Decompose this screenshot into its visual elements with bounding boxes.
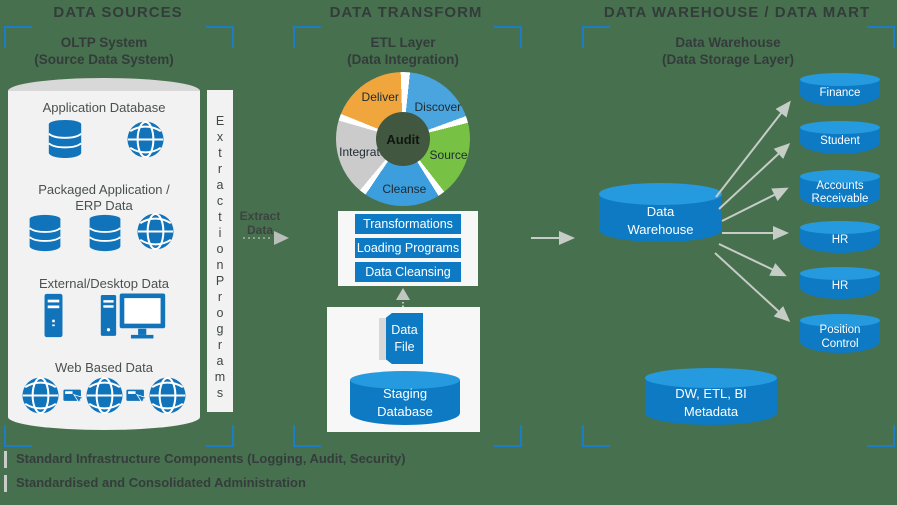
- header-data-sources: DATA SOURCES: [53, 4, 183, 21]
- programs-word: Programs: [213, 274, 227, 402]
- warehouse-title-line2: (Data Storage Layer): [661, 51, 795, 67]
- oltp-cylinder: [8, 91, 200, 417]
- footer-bar: [4, 475, 7, 492]
- mart-label: HR: [831, 280, 849, 293]
- staging-database-cylinder: Staging Database: [350, 371, 460, 425]
- cycle-segment-deliver: Deliver: [361, 90, 399, 105]
- mart-label: Accounts Receivable: [811, 179, 869, 205]
- mart-cylinder-hr-2: HR: [800, 267, 880, 299]
- extract-data-line1: Extract: [239, 209, 281, 223]
- process-panel: Transformations Loading Programs Data Cl…: [338, 211, 478, 286]
- footer-bar: [4, 451, 7, 468]
- metadata-line2: Metadata: [683, 404, 739, 419]
- dw-line2: Warehouse: [627, 221, 694, 237]
- cycle-segment-discover: Discover: [414, 99, 462, 114]
- bracket-sources-tr: [206, 26, 234, 48]
- mart-cylinder-finance: Finance: [800, 73, 880, 106]
- packaged-app-label: Packaged Application / ERP Data: [8, 182, 200, 213]
- application-database-label: Application Database: [42, 100, 166, 115]
- external-desktop-label: External/Desktop Data: [38, 276, 170, 291]
- staging-line1: Staging: [382, 386, 428, 402]
- database-icon: [89, 214, 121, 252]
- extract-data-line2: Data: [246, 223, 273, 238]
- globe-icon: [137, 213, 174, 250]
- bracket-transform-tl: [293, 26, 321, 48]
- header-data-transform: DATA TRANSFORM: [329, 4, 483, 21]
- footer-administration-note: Standardised and Consolidated Administra…: [16, 475, 306, 490]
- data-file-icon-back: [379, 318, 389, 360]
- etl-title-line1: ETL Layer: [370, 35, 436, 50]
- desktop-computer-icon: [100, 293, 166, 339]
- database-icon: [29, 214, 61, 252]
- oltp-title-line1: OLTP System: [60, 35, 148, 50]
- extraction-word: Extraction: [213, 114, 227, 274]
- arrow-to-finance: [715, 100, 791, 198]
- globe-icon: [86, 377, 123, 414]
- bracket-warehouse-tr: [867, 26, 895, 48]
- bracket-sources-tl: [4, 26, 32, 48]
- mart-label: HR: [831, 234, 849, 247]
- mart-label: Position Control: [819, 324, 861, 350]
- database-icon: [48, 119, 82, 159]
- globe-icon: [149, 377, 186, 414]
- packaged-app-label-line2: ERP Data: [75, 197, 133, 213]
- oltp-title-line2: (Source Data System): [34, 51, 174, 67]
- mart-label: Finance: [819, 86, 861, 99]
- cycle-center-audit: Audit: [376, 112, 430, 166]
- staging-line2: Database: [377, 404, 433, 419]
- arrow-to-accounts-receivable: [721, 187, 789, 222]
- bracket-warehouse-br: [867, 425, 895, 447]
- extract-data-label: Extract Data: [236, 209, 284, 238]
- cycle-segment-source: Source: [429, 148, 468, 163]
- tower-pc-icon: [44, 293, 63, 338]
- mart-cylinder-student: Student: [800, 121, 880, 154]
- warehouse-title-line1: Data Warehouse: [675, 35, 781, 50]
- etl-title-line2: (Data Integration): [347, 51, 459, 67]
- globe-icon: [127, 121, 164, 158]
- bracket-warehouse-tl: [582, 26, 610, 48]
- metadata-line1: DW, ETL, BI: [675, 386, 747, 402]
- bracket-transform-tr: [494, 26, 522, 48]
- cycle-segment-integrate: Integrate: [339, 145, 387, 160]
- arrow-to-hr-2: [718, 243, 787, 277]
- mart-cylinder-accounts-receivable: Accounts Receivable: [800, 170, 880, 208]
- data-file-line2: File: [394, 339, 415, 354]
- arrow-to-student: [718, 142, 791, 210]
- data-file-line1: Data: [391, 323, 418, 338]
- bracket-warehouse-bl: [582, 425, 610, 447]
- mart-cylinder-position-control: Position Control: [800, 314, 880, 353]
- cycle-segment-cleanse: Cleanse: [382, 181, 427, 196]
- browser-cursor-icon: [126, 389, 149, 404]
- loading-programs-box: Loading Programs: [355, 238, 461, 258]
- oltp-title: OLTP System (Source Data System): [8, 35, 200, 69]
- staging-up-arrowhead: [396, 288, 410, 300]
- bracket-transform-br: [494, 425, 522, 447]
- header-data-warehouse: DATA WAREHOUSE / DATA MART: [603, 4, 871, 21]
- transformations-box: Transformations: [355, 214, 461, 234]
- etl-cycle-diagram: Deliver Discover Source Cleanse Integrat…: [336, 72, 470, 206]
- mart-cylinder-hr-1: HR: [800, 221, 880, 253]
- etl-layer-title: ETL Layer (Data Integration): [306, 35, 500, 69]
- bracket-sources-bl: [4, 425, 32, 447]
- globe-icon: [22, 377, 59, 414]
- warehouse-title: Data Warehouse (Data Storage Layer): [631, 35, 825, 69]
- data-cleansing-box: Data Cleansing: [355, 262, 461, 282]
- data-warehouse-cylinder: Data Warehouse: [599, 183, 722, 242]
- extraction-programs-box: Extraction Programs: [207, 90, 233, 412]
- web-based-label: Web Based Data: [54, 360, 154, 375]
- bracket-sources-br: [206, 425, 234, 447]
- staging-panel: Data File Staging Database: [327, 307, 480, 432]
- packaged-app-label-line1: Packaged Application /: [38, 182, 170, 197]
- dw-line1: Data: [646, 203, 675, 219]
- mart-label: Student: [820, 134, 860, 147]
- data-file-icon: Data File: [386, 313, 423, 364]
- browser-cursor-icon: [63, 389, 86, 404]
- footer-infrastructure-note: Standard Infrastructure Components (Logg…: [16, 451, 406, 466]
- arrow-to-position-control: [714, 252, 791, 323]
- bracket-transform-bl: [293, 425, 321, 447]
- metadata-cylinder: DW, ETL, BI Metadata: [645, 368, 777, 425]
